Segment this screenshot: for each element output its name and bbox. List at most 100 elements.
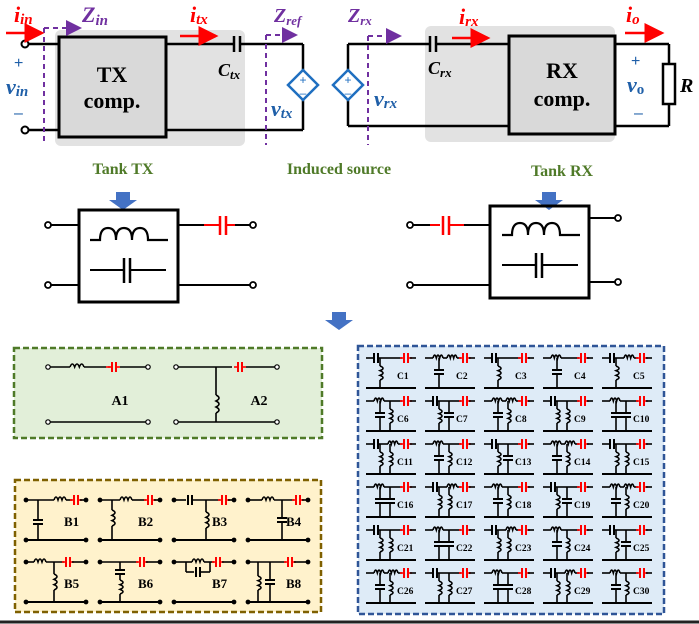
circuit-c30: C30 [602,568,652,604]
circuit-label-c23: C23 [515,544,532,554]
circuit-c13: C13 [484,439,534,475]
circuit-label-c16: C16 [397,501,414,511]
tx-comp-block [57,35,168,139]
circuit-c23: C23 [484,525,534,561]
inductor-icon [69,363,85,370]
inductor-icon [446,580,453,596]
inductor-icon [491,397,503,404]
circuit-c16: C16 [366,482,416,518]
circuit-c5: C5 [602,353,652,389]
inductor-icon [387,451,394,467]
circuit-c24: C24 [543,525,593,561]
circuit-b6: B6 [97,557,163,605]
inductor-icon [550,526,562,533]
circuit-b7: B7 [171,557,237,605]
inductor-icon [554,494,561,510]
circuit-b3: B3 [171,495,237,543]
circuit-b2: B2 [97,495,163,543]
inductor-icon [505,494,512,510]
circuit-label-c26: C26 [397,587,414,597]
tank-rx-block [406,204,622,300]
circuit-label-b5: B5 [64,576,80,591]
circuit-label-c17: C17 [456,501,473,511]
circuit-label-c6: C6 [397,415,409,425]
circuit-label-c21: C21 [397,544,414,554]
circuit-c19: C19 [543,482,593,518]
v-in-plus: + [14,55,23,72]
circuit-c1: C1 [366,353,416,389]
circuit-label-c19: C19 [574,501,591,511]
inductor-icon [436,580,443,596]
inductor-icon [446,494,453,510]
inductor-icon [255,575,262,591]
circuit-b8: B8 [245,557,311,605]
inductor-icon [387,580,394,596]
inductor-icon [33,558,47,565]
circuit-label-b2: B2 [138,514,153,529]
inductor-icon [495,451,502,467]
inductor-icon [550,354,562,361]
inductor-icon [110,509,116,527]
inductor-icon [446,354,458,361]
top-circuit: TX comp. + – + – RX comp. [6,2,693,146]
circuit-c15: C15 [602,439,652,475]
tx-induced-source-icon [286,68,320,102]
circuit-c22: C22 [425,525,475,561]
circuit-label-c1: C1 [397,372,409,382]
circuit-b1: B1 [23,495,89,543]
inductor-icon [373,397,385,404]
circuit-label-c25: C25 [633,544,650,554]
tank-tx-inductor-icon [90,226,168,242]
inductor-icon [505,397,517,404]
z-rx-label: Zrx [347,5,372,28]
inductor-icon [204,511,210,529]
inductor-icon [495,365,502,381]
inductor-icon [387,569,399,576]
circuit-label-a1: A1 [111,394,128,409]
circuit-label-c10: C10 [633,415,650,425]
inductor-icon [491,569,503,576]
circuit-c7: C7 [425,396,475,432]
inductor-icon [436,494,443,510]
inductor-icon [564,569,576,576]
circuit-c20: C20 [602,482,652,518]
inductor-icon [214,394,220,414]
circuit-c14: C14 [543,439,593,475]
inductor-icon [436,408,443,424]
circuit-label-b8: B8 [286,576,302,591]
circuit-label-c2: C2 [456,372,468,382]
i-o-label: io [626,2,640,28]
inductor-icon [613,365,620,381]
circuit-a2 [173,362,280,425]
circuit-label-b7: B7 [212,576,228,591]
circuit-label-c9: C9 [574,415,586,425]
circuit-label-c24: C24 [574,544,591,554]
circuit-label-c22: C22 [456,544,473,554]
inductor-icon [191,558,205,565]
tank-tx-down-arrow-icon [109,192,137,210]
tx-comp-label-2: comp. [84,88,141,113]
inductor-icon [432,440,444,447]
inductor-icon [387,537,394,553]
load-resistor-icon [661,62,677,106]
tank-rx-down-arrow-icon [535,192,563,210]
caption-tank-tx: Tank TX [93,161,154,178]
circuit-label-b4: B4 [286,514,302,529]
inductor-icon [623,354,635,361]
circuit-label-c27: C27 [456,587,473,597]
circuit-c8: C8 [484,396,534,432]
circuit-label-b3: B3 [212,514,228,529]
inductor-icon [446,483,458,490]
circuit-c27: C27 [425,568,475,604]
circuit-label-c18: C18 [515,501,532,511]
inductor-icon [495,537,502,553]
inductor-icon [387,440,399,447]
inductor-icon [505,526,517,533]
circuit-label-c20: C20 [633,501,650,511]
inductor-icon [505,408,512,424]
circuit-label-c11: C11 [397,458,413,468]
rx-source-minus: – [345,86,352,100]
circuit-label-c4: C4 [574,372,586,382]
inductor-icon [377,365,384,381]
